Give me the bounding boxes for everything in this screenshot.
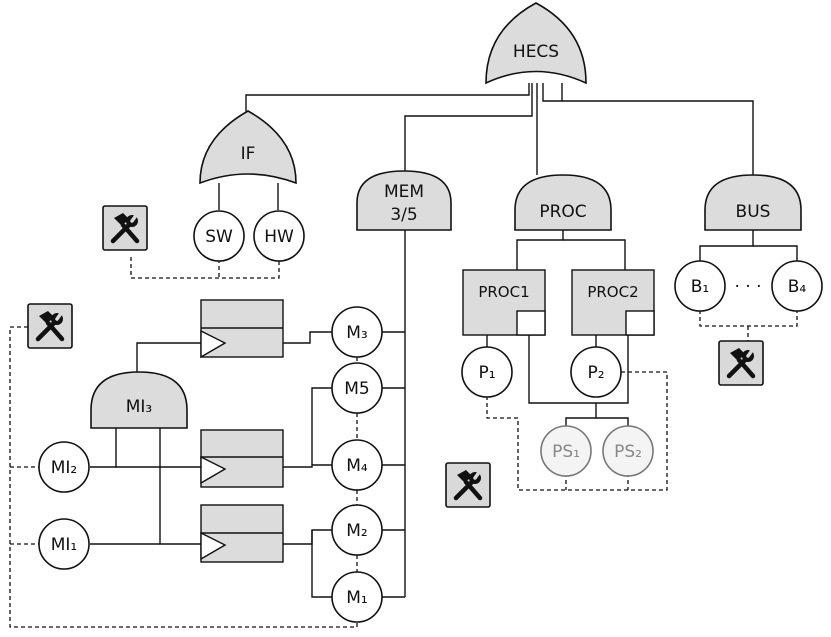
proc2-label: PROC2 (587, 283, 638, 301)
if-or-gate: IF (199, 110, 297, 185)
spare-gate-proc2: PROC2 (571, 269, 655, 336)
svg-text:B₄: B₄ (788, 277, 807, 297)
hammer-wrench-icon (103, 206, 147, 250)
mem-voting-gate: MEM 3/5 (356, 170, 452, 231)
repair-unit-memory (28, 304, 72, 348)
mem-vote-label: 3/5 (390, 205, 417, 225)
hecs-label: HECS (513, 42, 559, 62)
bus-ellipsis: · · · (734, 277, 761, 297)
event-m5: M5 (331, 362, 383, 414)
svg-text:M5: M5 (344, 379, 369, 399)
event-m2: M₂ (331, 504, 383, 556)
event-hw: HW (253, 210, 305, 262)
event-m4: M₄ (331, 439, 383, 491)
repair-unit-if (103, 206, 147, 250)
svg-text:SW: SW (205, 227, 233, 247)
svg-text:M₁: M₁ (346, 588, 367, 608)
event-ps2: PS₂ (602, 425, 654, 477)
if-label: IF (241, 144, 256, 164)
svg-text:HW: HW (264, 227, 294, 247)
proc-label: PROC (539, 202, 586, 222)
event-mi2: MI₂ (38, 441, 90, 493)
spare-gate-proc1: PROC1 (462, 269, 546, 336)
svg-text:P₁: P₁ (478, 363, 495, 383)
hammer-wrench-icon (719, 341, 763, 385)
mi3-and-gate: MI₃ (90, 371, 188, 429)
event-p1: P₁ (461, 346, 513, 398)
event-mi1: MI₁ (38, 518, 90, 570)
svg-text:MI₁: MI₁ (51, 535, 78, 555)
mem-label: MEM (384, 182, 424, 202)
hammer-wrench-icon (446, 463, 490, 507)
svg-text:M₃: M₃ (346, 323, 367, 343)
event-sw: SW (193, 210, 245, 262)
svg-text:PS₁: PS₁ (552, 442, 580, 462)
spare-gate-m3 (200, 299, 284, 359)
event-ps1: PS₁ (540, 425, 592, 477)
hecs-or-gate: HECS (485, 2, 587, 85)
proc-and-gate: PROC (514, 174, 612, 231)
spare-gate-m1 (200, 504, 284, 563)
bus-label: BUS (736, 202, 771, 222)
svg-text:B₁: B₁ (691, 277, 709, 297)
event-b4: B₄ (771, 260, 823, 312)
repair-unit-bus (719, 341, 763, 385)
event-m1: M₁ (331, 571, 383, 623)
event-b1: B₁ (674, 260, 726, 312)
event-m3: M₃ (331, 306, 383, 358)
proc1-label: PROC1 (478, 283, 529, 301)
connections (90, 83, 798, 598)
repair-links (9, 257, 798, 628)
svg-text:PS₂: PS₂ (614, 442, 642, 462)
event-p2: P₂ (570, 346, 622, 398)
bus-and-gate: BUS (704, 174, 802, 231)
svg-text:P₂: P₂ (587, 363, 604, 383)
repair-unit-proc (446, 463, 490, 507)
svg-text:M₄: M₄ (346, 456, 368, 476)
svg-text:MI₂: MI₂ (51, 458, 78, 478)
mi3-label: MI₃ (126, 397, 153, 417)
hammer-wrench-icon (28, 304, 72, 348)
svg-text:M₂: M₂ (346, 521, 367, 541)
spare-gate-m4 (200, 429, 284, 488)
